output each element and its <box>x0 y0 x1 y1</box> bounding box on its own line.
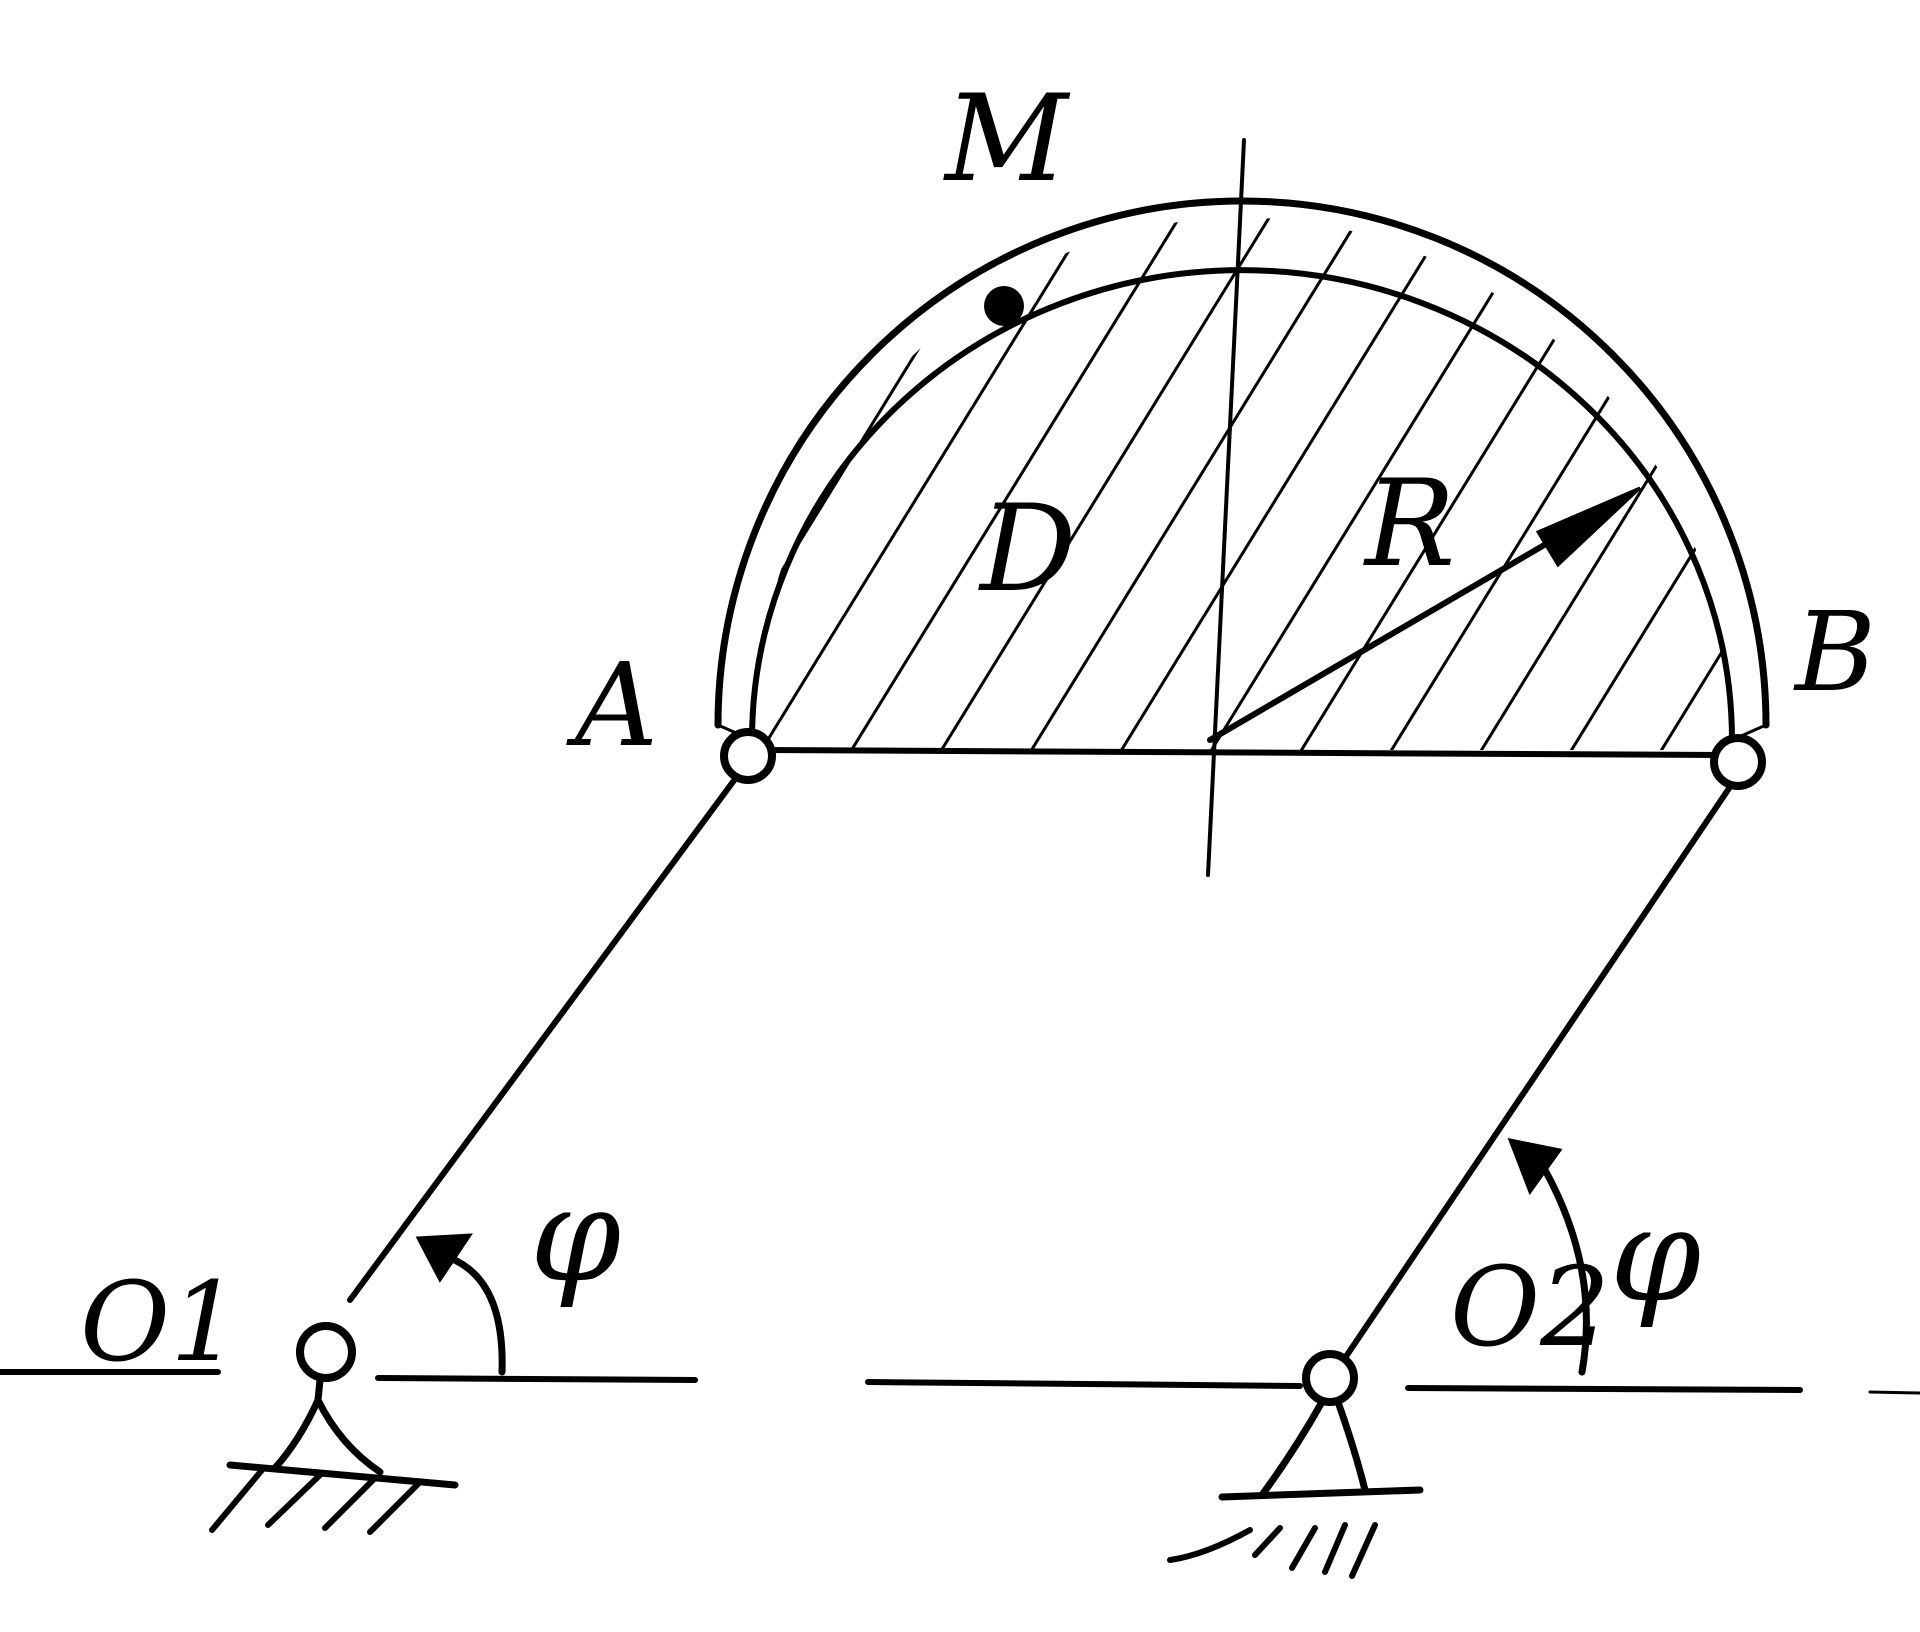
diameter-ab <box>755 747 1723 758</box>
angle-arrowhead-left <box>415 1233 473 1283</box>
ground-lines <box>0 1369 1920 1395</box>
support-o1-left-leg <box>271 1376 324 1472</box>
label-radius-r: R <box>1363 455 1455 594</box>
angle-arc-left <box>446 1254 506 1376</box>
label-angle-right: φ <box>1610 1179 1701 1331</box>
label-joint-b: B <box>1793 588 1876 716</box>
pivot-o1 <box>296 1322 356 1382</box>
ground-line-edge <box>1868 1390 1920 1395</box>
label-pivot-o1: O1 <box>80 1258 240 1386</box>
support-o1-hatch <box>209 1467 423 1535</box>
hinge-a <box>720 728 776 784</box>
angle-arrowhead-right <box>1507 1137 1563 1196</box>
label-pivot-o2: O2 <box>1450 1243 1610 1371</box>
ground-line-right <box>1405 1385 1803 1393</box>
outer-arc <box>714 197 1770 729</box>
crank-o1-a <box>347 772 741 1303</box>
inner-arc-groove <box>749 267 1735 743</box>
label-joint-a: A <box>566 639 658 773</box>
angle-arc-right <box>1541 1166 1590 1376</box>
symmetry-axis <box>1206 138 1246 877</box>
support-o2-hatch <box>1167 1522 1378 1579</box>
angle-phi-right <box>1507 1137 1590 1376</box>
label-body-d: D <box>978 480 1076 619</box>
point-m-dot <box>984 286 1024 326</box>
support-o2 <box>1167 1350 1424 1579</box>
support-o2-left-leg <box>1258 1398 1326 1499</box>
support-o2-right-leg <box>1334 1398 1369 1494</box>
ground-line-middle <box>865 1379 1303 1389</box>
radius-arrowhead <box>1535 486 1642 568</box>
label-point-m: M <box>943 70 1071 209</box>
support-o2-base <box>1218 1486 1424 1501</box>
angle-phi-left <box>415 1233 506 1376</box>
support-o1-right-leg <box>314 1396 384 1476</box>
hinge-b <box>1710 734 1766 790</box>
support-o1 <box>209 1322 459 1535</box>
pivot-o2 <box>1302 1350 1358 1406</box>
label-angle-left: φ <box>530 1159 621 1311</box>
crank-o2-b <box>1342 772 1741 1361</box>
radius-arrow <box>1207 486 1642 743</box>
semicircle-body <box>714 197 1770 758</box>
ground-line-left <box>375 1375 698 1383</box>
cranks <box>347 772 1741 1361</box>
